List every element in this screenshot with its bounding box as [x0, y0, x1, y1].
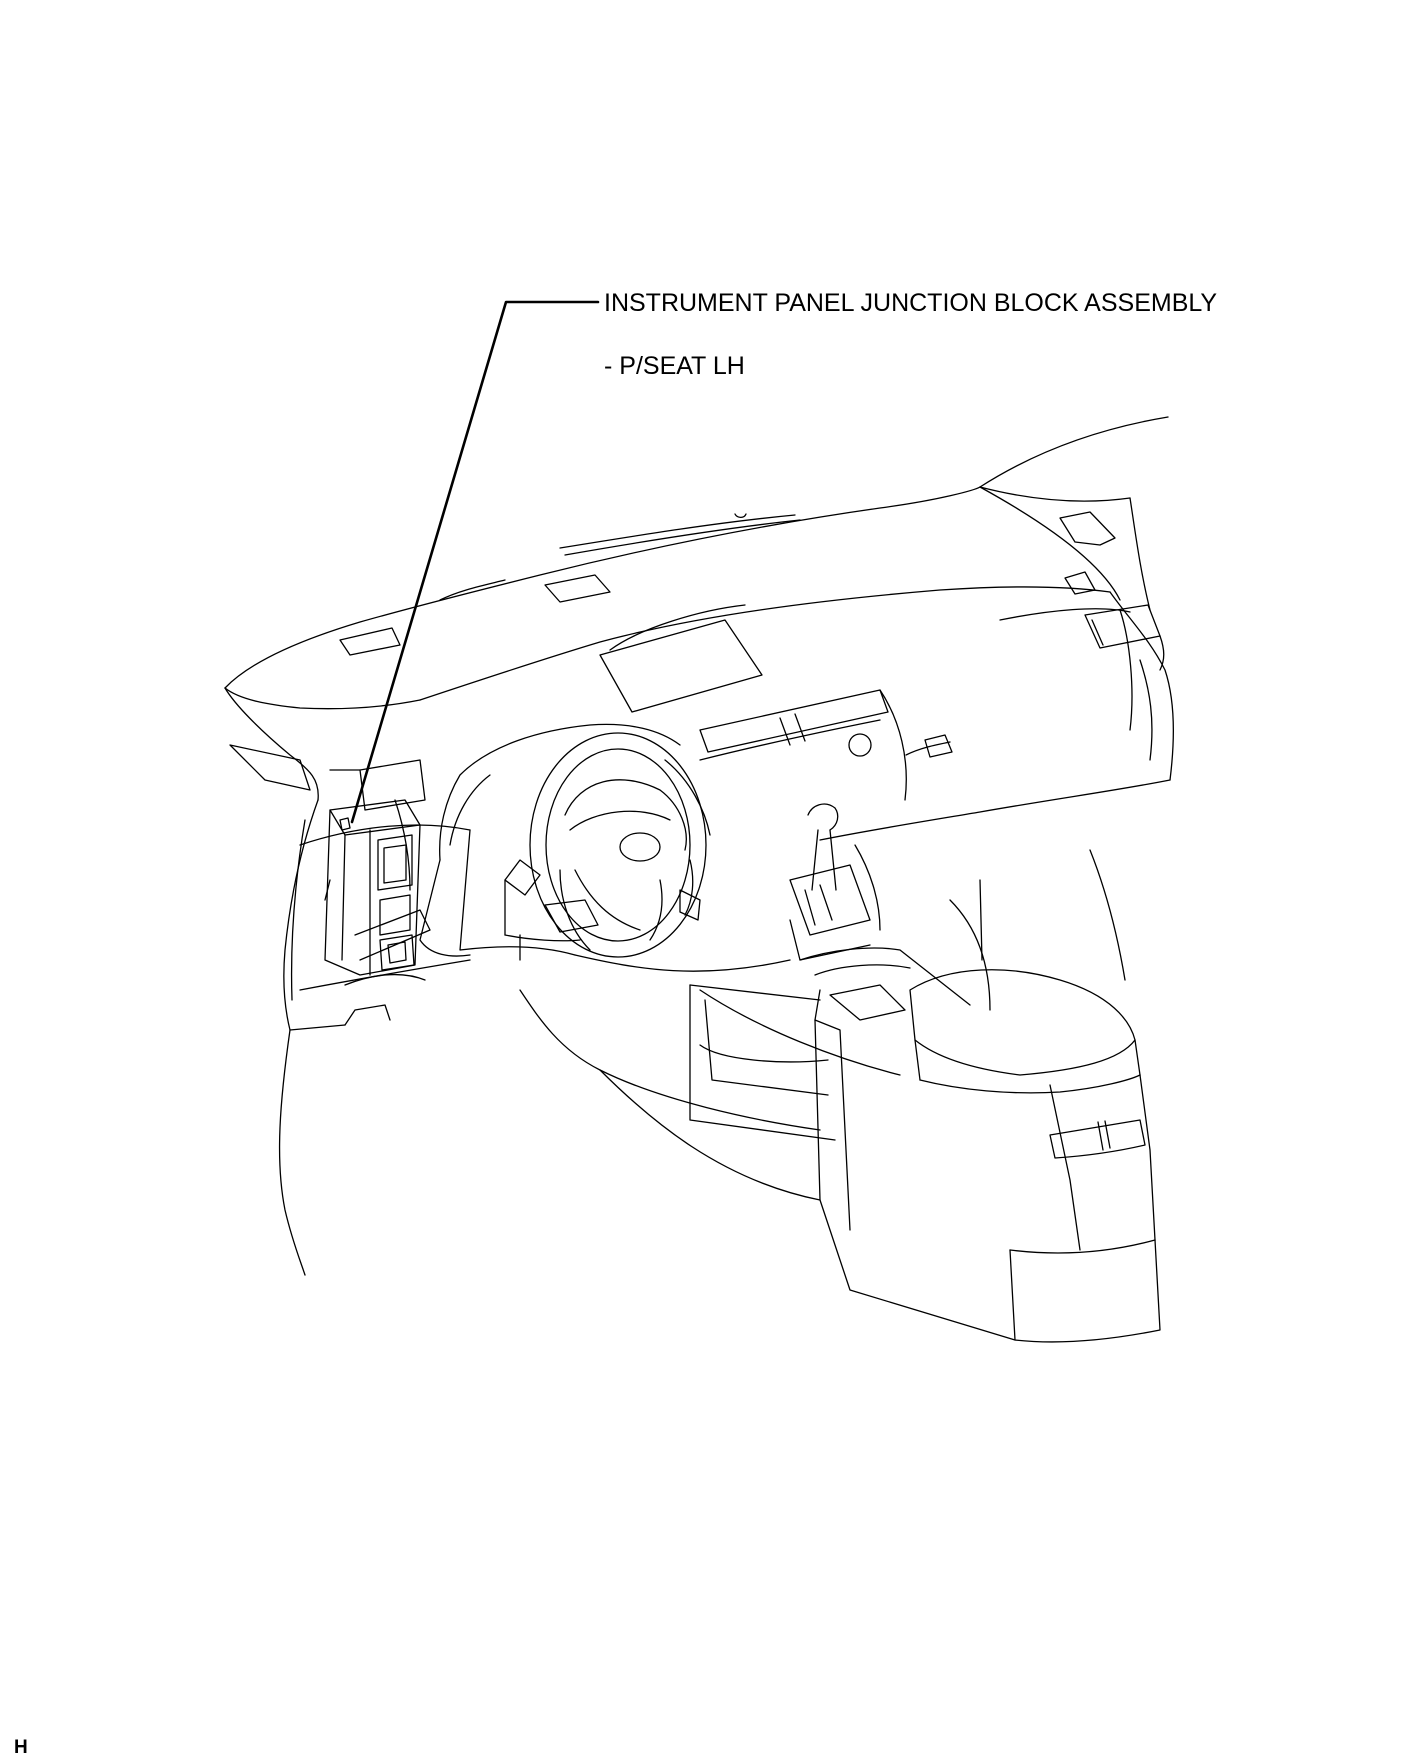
- junction-block: [324, 799, 431, 986]
- steering-column: [504, 859, 581, 961]
- left-side-panel: [224, 687, 426, 1276]
- shift-console: [789, 803, 881, 961]
- callout-label-subtitle: - P/SEAT LH: [604, 352, 745, 380]
- leader-line: [350, 300, 600, 824]
- lower-dash: [299, 824, 1126, 1201]
- center-display: [599, 604, 763, 713]
- corner-code: H: [14, 1737, 28, 1758]
- callout-label-junction-block: INSTRUMENT PANEL JUNCTION BLOCK ASSEMBLY: [604, 289, 1218, 317]
- steering-wheel: [529, 732, 707, 958]
- center-console: [689, 947, 1161, 1343]
- center-stack: [699, 689, 953, 801]
- right-dash-side: [819, 591, 1174, 841]
- instrument-cluster: [439, 723, 711, 861]
- windshield-outline: [224, 416, 1169, 689]
- right-vent: [1084, 604, 1165, 671]
- dash-top: [224, 511, 1116, 710]
